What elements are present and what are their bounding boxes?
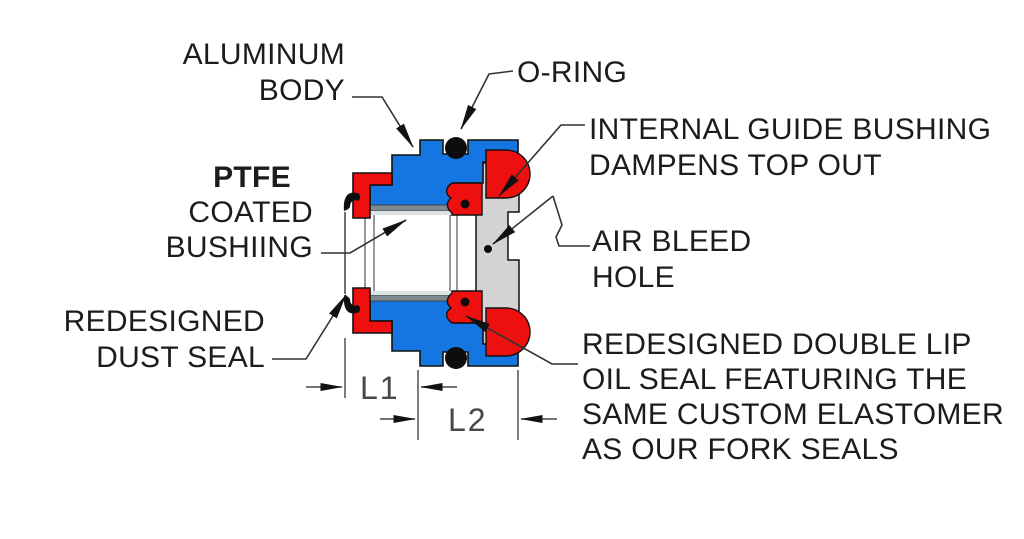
label-oil-seal: REDESIGNED DOUBLE LIP OIL SEAL FEATURING… bbox=[582, 327, 1004, 467]
label-internal-guide-bushing: INTERNAL GUIDE BUSHING DAMPENS TOP OUT bbox=[589, 112, 991, 184]
label-air-bleed-hole-line1: AIR BLEED bbox=[592, 225, 752, 258]
air-bleed-hole-dot bbox=[484, 245, 492, 253]
label-dust-seal: REDESIGNED DUST SEAL bbox=[64, 304, 265, 376]
leader-o-ring bbox=[460, 70, 514, 130]
label-oil-seal-line3: SAME CUSTOM ELASTOMER bbox=[582, 398, 1004, 431]
label-air-bleed-hole-line2: HOLE bbox=[592, 261, 675, 294]
bore-right-wall bbox=[449, 214, 458, 293]
label-aluminum-body-line2: BODY bbox=[258, 74, 345, 107]
leader-air-bleed-zigzag bbox=[552, 195, 590, 247]
leader-aluminum-body bbox=[352, 96, 414, 148]
label-oil-seal-line2: OIL SEAL FEATURING THE bbox=[582, 363, 968, 396]
label-ptfe-bushing: PTFE COATED BUSHIING bbox=[166, 160, 313, 265]
label-aluminum-body: ALUMINUM BODY bbox=[183, 37, 345, 109]
leader-lines bbox=[272, 70, 590, 365]
leader-dust-seal bbox=[272, 294, 347, 360]
leader-internal-guide-bushing bbox=[498, 124, 585, 197]
dimension-lines bbox=[306, 338, 557, 440]
dimension-label-l1: L1 bbox=[360, 370, 400, 406]
label-oil-seal-line1: REDESIGNED DOUBLE LIP bbox=[582, 328, 972, 361]
label-air-bleed-hole: AIR BLEED HOLE bbox=[592, 224, 751, 296]
label-aluminum-body-line1: ALUMINUM bbox=[182, 38, 345, 71]
leader-ptfe-bushing bbox=[321, 219, 407, 254]
label-ptfe-bushing-line2: COATED bbox=[188, 196, 313, 229]
bore-left-wall bbox=[364, 204, 375, 302]
leader-oil-seal bbox=[465, 315, 578, 365]
leader-air-bleed-arrow bbox=[492, 195, 554, 245]
label-o-ring: O-RING bbox=[517, 56, 628, 89]
label-internal-guide-bushing-line1: INTERNAL GUIDE BUSHING bbox=[589, 113, 992, 146]
label-oil-seal-line4: AS OUR FORK SEALS bbox=[582, 433, 899, 466]
label-dust-seal-line2: DUST SEAL bbox=[96, 341, 265, 374]
label-internal-guide-bushing-line2: DAMPENS TOP OUT bbox=[589, 149, 882, 182]
label-ptfe-bushing-line1: PTFE bbox=[213, 161, 291, 194]
dimension-label-l2: L2 bbox=[448, 402, 488, 438]
label-dust-seal-line1: REDESIGNED bbox=[63, 305, 265, 338]
label-ptfe-bushing-line3: BUSHIING bbox=[165, 231, 313, 264]
